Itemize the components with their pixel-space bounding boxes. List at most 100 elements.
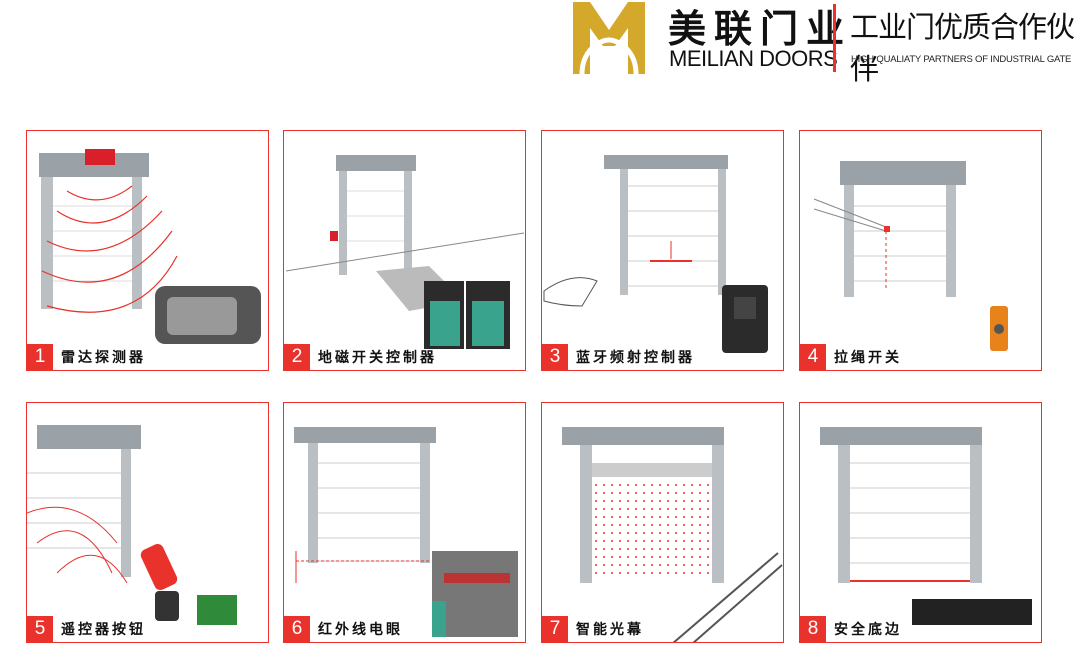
curtain-dot — [691, 540, 693, 542]
curtain-dot — [691, 484, 693, 486]
curtain-dot — [675, 532, 677, 534]
curtain-dot — [699, 548, 701, 550]
curtain-dot — [627, 492, 629, 494]
curtain-dot — [683, 540, 685, 542]
curtain-dot — [643, 548, 645, 550]
curtain-dot — [699, 532, 701, 534]
curtain-dot — [707, 564, 709, 566]
curtain-dot — [611, 508, 613, 510]
curtain-dot — [595, 556, 597, 558]
slogan-en: HIGH QUALIATY PARTNERS OF INDUSTRIAL GAT… — [851, 54, 1072, 65]
item-number: 8 — [800, 616, 826, 642]
curtain-dot — [619, 516, 621, 518]
curtain-dot — [675, 516, 677, 518]
curtain-dot — [611, 532, 613, 534]
curtain-dot — [659, 540, 661, 542]
curtain-dot — [707, 572, 709, 574]
curtain-dot — [659, 524, 661, 526]
curtain-dot — [635, 508, 637, 510]
curtain-dot — [707, 508, 709, 510]
meilian-logo — [570, 0, 648, 76]
product-card-radar: 1 雷达探测器 — [26, 130, 269, 371]
item-label: 遥控器按钮 — [61, 622, 146, 638]
curtain-dot — [699, 500, 701, 502]
curtain-dot — [699, 484, 701, 486]
curtain-dot — [619, 572, 621, 574]
curtain-dot — [691, 572, 693, 574]
item-label: 地磁开关控制器 — [318, 350, 437, 366]
curtain-dot — [675, 508, 677, 510]
curtain-dot — [603, 548, 605, 550]
curtain-dot — [691, 556, 693, 558]
curtain-dot — [611, 524, 613, 526]
item-label: 拉绳开关 — [834, 350, 902, 366]
curtain-dot — [611, 500, 613, 502]
curtain-dot — [611, 548, 613, 550]
curtain-dot — [611, 556, 613, 558]
curtain-dot — [667, 564, 669, 566]
curtain-dot — [699, 540, 701, 542]
product-card-infrared: 6 红外线电眼 — [283, 402, 526, 643]
curtain-dot — [627, 540, 629, 542]
curtain-dot — [707, 524, 709, 526]
curtain-dot — [651, 500, 653, 502]
curtain-dot — [667, 524, 669, 526]
curtain-dot — [627, 524, 629, 526]
product-card-pull-rope: 4 拉绳开关 — [799, 130, 1042, 371]
curtain-dot — [627, 508, 629, 510]
curtain-dot — [603, 516, 605, 518]
curtain-dot — [603, 508, 605, 510]
curtain-dot — [691, 516, 693, 518]
curtain-dot — [619, 508, 621, 510]
curtain-dot — [603, 540, 605, 542]
item-number: 5 — [27, 616, 53, 642]
curtain-dot — [691, 500, 693, 502]
item-label: 红外线电眼 — [318, 622, 403, 638]
curtain-dot — [635, 524, 637, 526]
item-number: 1 — [27, 344, 53, 370]
curtain-dot — [707, 548, 709, 550]
curtain-dot — [643, 572, 645, 574]
remote-door-illustration — [27, 425, 237, 625]
curtain-dot — [691, 524, 693, 526]
curtain-dot — [635, 516, 637, 518]
curtain-dot — [635, 556, 637, 558]
slogan-cn: 工业门优质合作伙伴 — [850, 10, 1075, 86]
curtain-dot — [595, 500, 597, 502]
curtain-dot — [643, 524, 645, 526]
curtain-dot — [595, 572, 597, 574]
curtain-dot — [595, 564, 597, 566]
curtain-dot — [683, 516, 685, 518]
curtain-dot — [659, 556, 661, 558]
curtain-dot — [707, 532, 709, 534]
item-label: 安全底边 — [834, 622, 902, 638]
curtain-dot — [699, 508, 701, 510]
curtain-dot — [707, 516, 709, 518]
curtain-dot — [659, 508, 661, 510]
curtain-dot — [683, 508, 685, 510]
item-number: 7 — [542, 616, 568, 642]
curtain-dot — [675, 540, 677, 542]
curtain-dot — [643, 532, 645, 534]
curtain-dot — [635, 532, 637, 534]
curtain-dot — [651, 492, 653, 494]
curtain-dot — [635, 540, 637, 542]
curtain-dot — [675, 556, 677, 558]
curtain-dot — [659, 548, 661, 550]
product-card-bluetooth: 3 蓝牙频射控制器 — [541, 130, 784, 371]
curtain-dot — [707, 492, 709, 494]
curtain-dot — [619, 548, 621, 550]
brand-name-en: MEILIAN DOORS — [669, 46, 838, 71]
curtain-dot — [667, 548, 669, 550]
curtain-dot — [699, 556, 701, 558]
curtain-dot — [691, 508, 693, 510]
curtain-dot — [659, 532, 661, 534]
curtain-dot — [595, 484, 597, 486]
curtain-dot — [691, 492, 693, 494]
curtain-dot — [627, 564, 629, 566]
item-label: 智能光幕 — [576, 622, 644, 638]
product-card-remote: 5 遥控器按钮 — [26, 402, 269, 643]
curtain-dot — [707, 500, 709, 502]
curtain-dot — [643, 556, 645, 558]
bluetooth-door-illustration — [543, 155, 768, 353]
